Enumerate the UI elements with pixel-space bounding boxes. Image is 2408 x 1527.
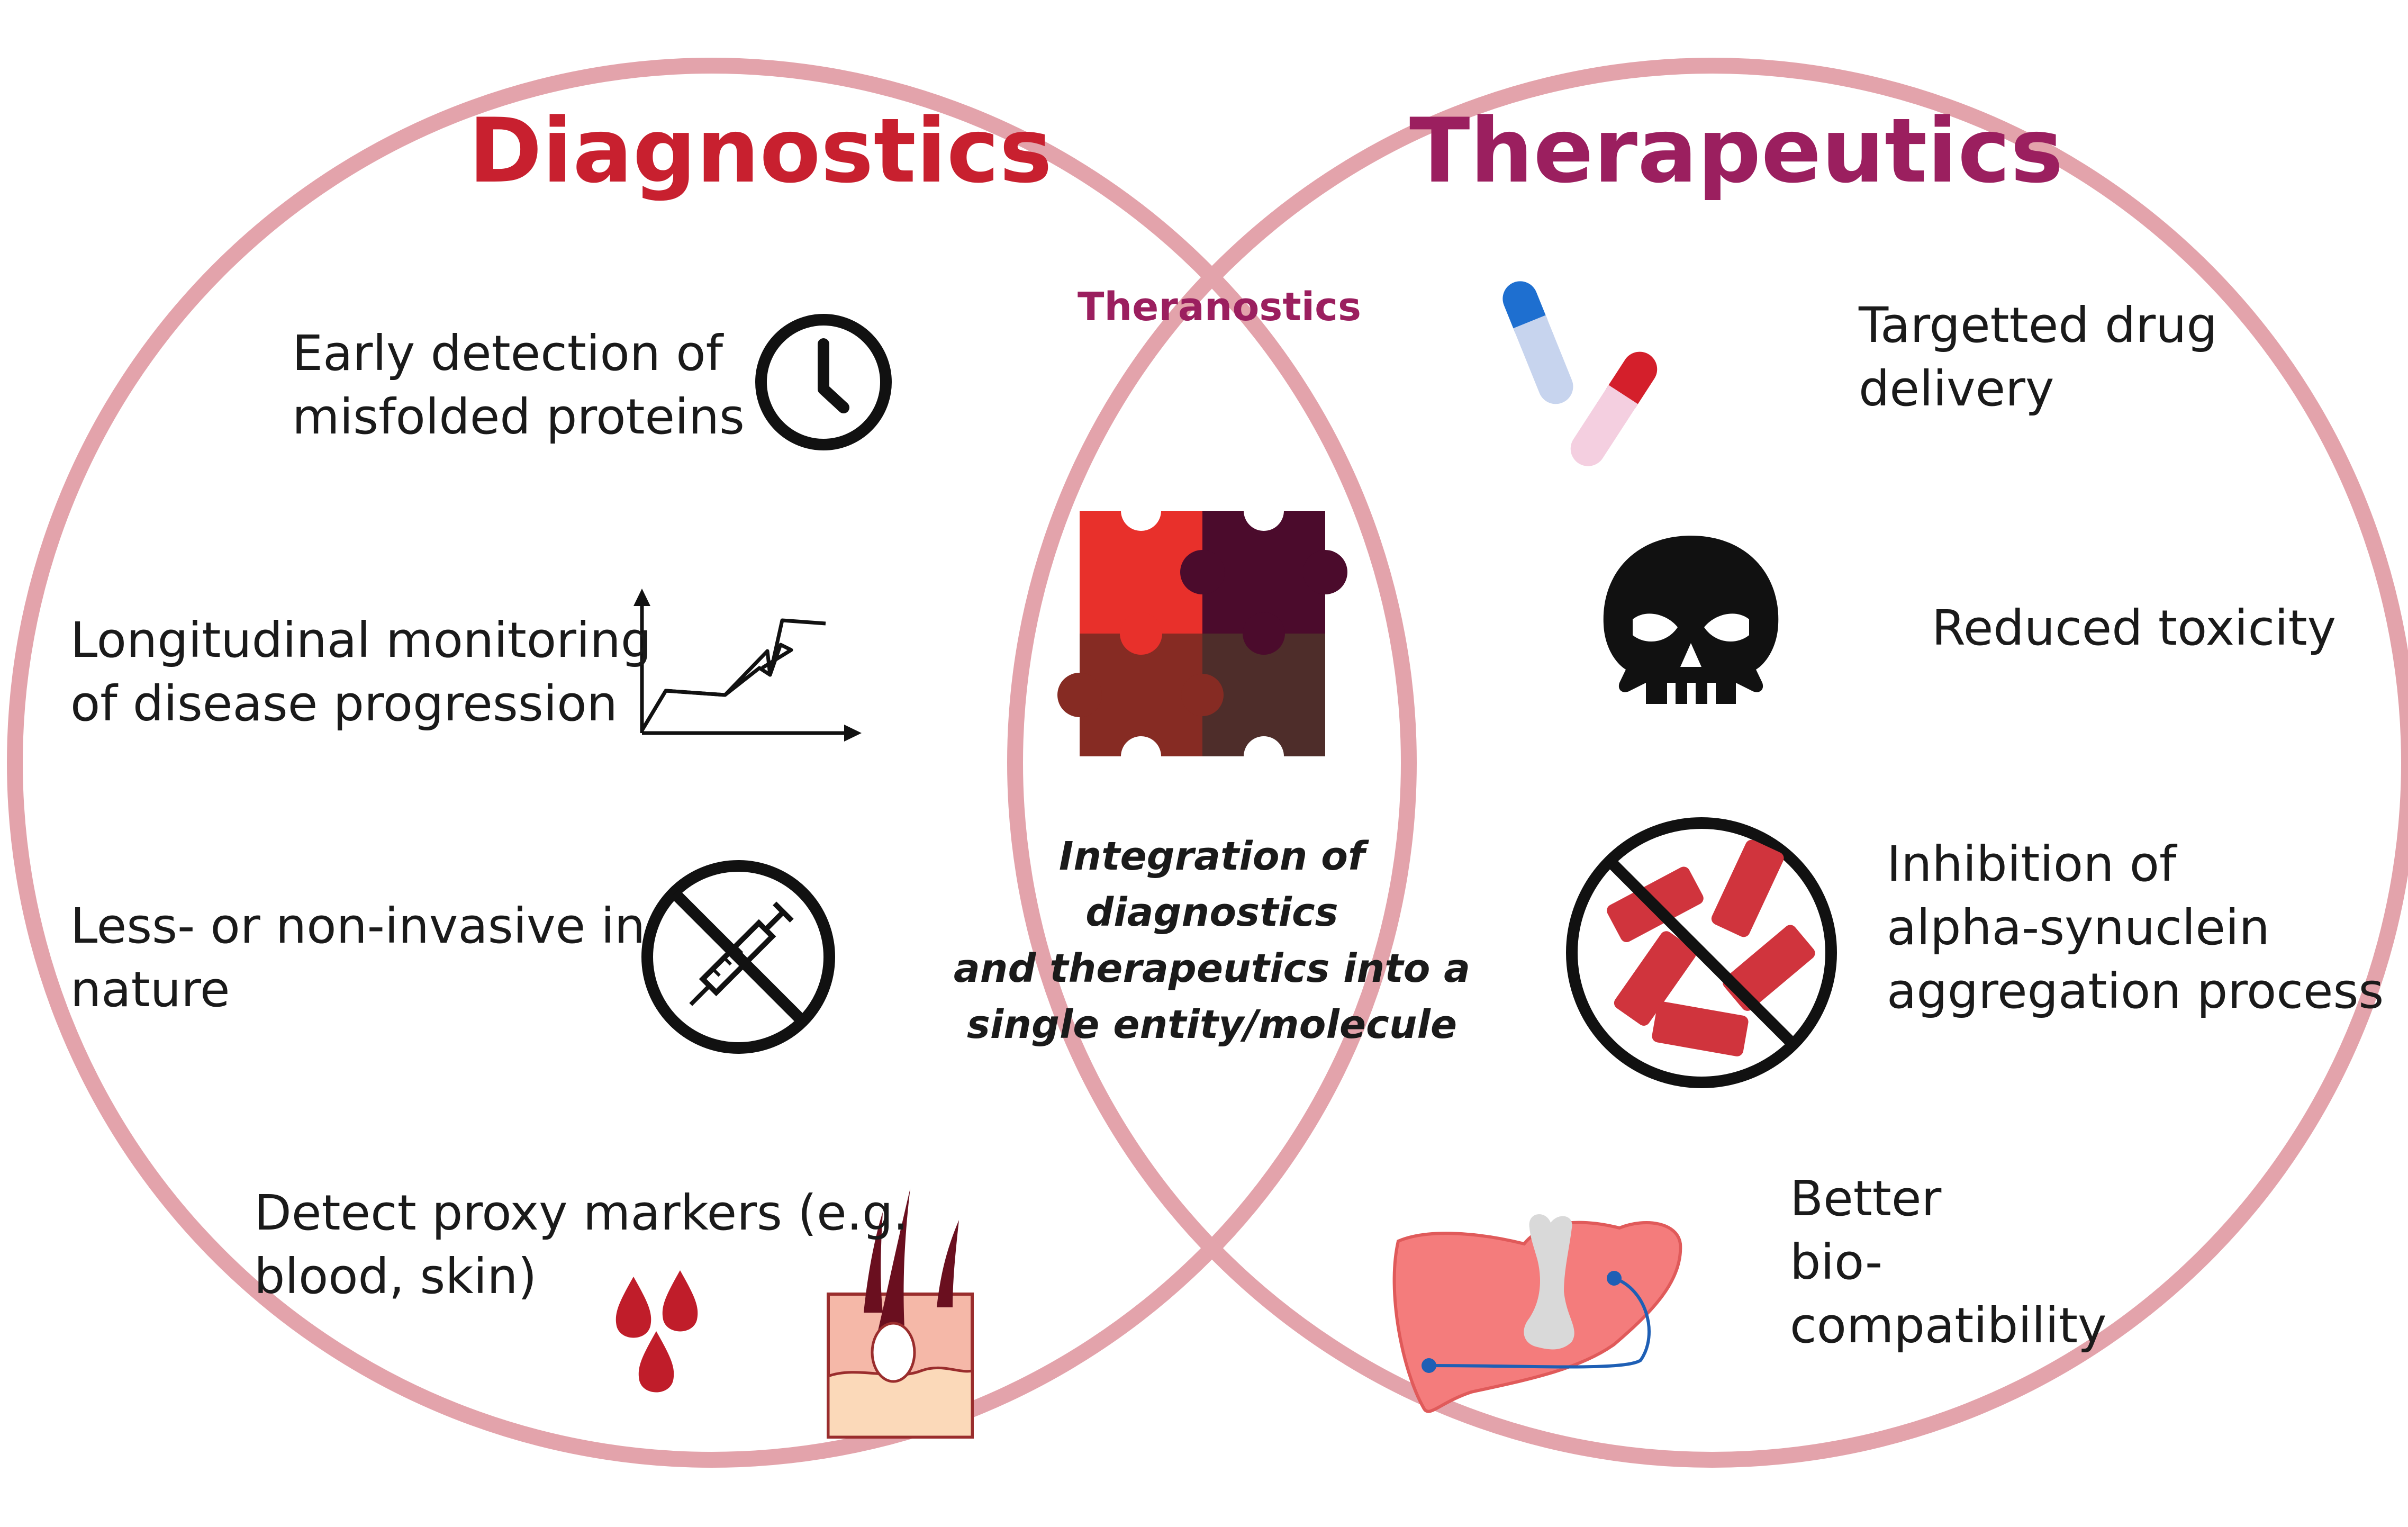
diagnostics-item-4: Detect proxy markers (e.g. blood, skin) [254,1185,909,1305]
theranostics-note: Integration of diagnostics and therapeut… [953,834,1471,1047]
diagnostics-item-1: Early detection of misfolded proteins [292,325,745,445]
capsules-icon [1502,281,1658,466]
diagnostics-item-2: Longitudinal monitoring of disease progr… [70,612,652,732]
skin-icon [827,1188,974,1439]
puzzle-icon [1057,491,1347,776]
no-syringe-icon [641,860,835,1054]
clock-icon [755,314,892,450]
no-aggregates-icon [1566,817,1837,1088]
liver-icon [1392,1214,1682,1413]
therapeutics-circle [1007,58,2408,1468]
blood-drops-icon [615,1270,698,1393]
therapeutics-item-1: Targetted drug delivery [1859,297,2217,417]
diagnostics-title: Diagnostics [468,99,1053,203]
therapeutics-item-3: Inhibition of alpha-synuclein aggregatio… [1887,836,2384,1019]
diagnostics-circle [7,58,1417,1468]
theranostics-title: Theranostics [1078,284,1361,330]
therapeutics-title: Therapeutics [1409,99,2063,203]
therapeutics-item-2: Reduced toxicity [1932,600,2337,656]
line-graph-icon [633,589,862,742]
therapeutics-item-4: Better bio- compatibility [1790,1170,2107,1354]
skull-icon [1603,536,1779,704]
diagnostics-item-3: Less- or non-invasive in nature [70,898,646,1018]
